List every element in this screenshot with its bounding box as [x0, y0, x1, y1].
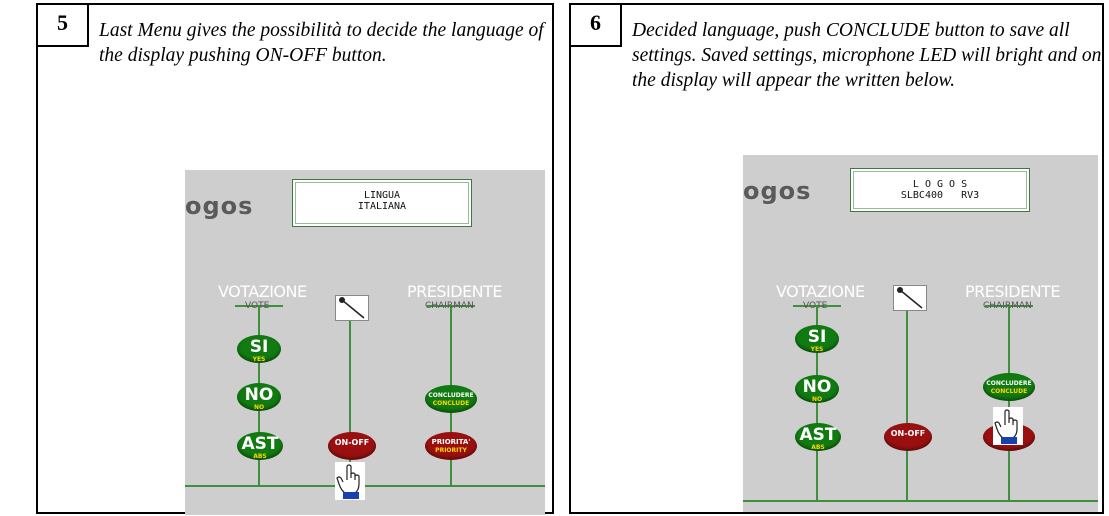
- connector-line: [185, 485, 545, 487]
- presidente-heading: PRESIDENTE: [407, 282, 503, 301]
- presidente-heading: PRESIDENTE: [965, 282, 1061, 301]
- display-line-1: L O G O S: [912, 179, 968, 190]
- connector-line: [793, 305, 841, 307]
- connector-line: [1008, 305, 1010, 500]
- vote-subheading: VOTE: [803, 301, 828, 311]
- concludere-button[interactable]: CONCLUDERE CONCLUDE: [983, 373, 1035, 401]
- display-line-1: LINGUA: [363, 190, 401, 201]
- microphone-icon[interactable]: [893, 285, 927, 311]
- logos-logo: ogos: [743, 177, 812, 205]
- display-line-2: ITALIANA: [357, 201, 407, 212]
- priorita-button[interactable]: PRIORITA' PRIORITY: [425, 432, 477, 460]
- display-line-2: SLBC400 RV3: [900, 190, 980, 201]
- logos-logo: ogos: [185, 192, 254, 220]
- concludere-button[interactable]: CONCLUDERE CONCLUDE: [425, 385, 477, 413]
- on-off-button[interactable]: ON-OFF: [328, 432, 376, 460]
- ast-button[interactable]: AST ABS: [795, 423, 841, 451]
- chairman-subheading: CHAIRMAN: [983, 301, 1032, 311]
- step-number: 5: [36, 3, 89, 47]
- connector-line: [906, 300, 908, 500]
- device-screenshot: ogos LINGUA ITALIANA VOTAZIONE VOTE PRES…: [185, 170, 545, 515]
- no-button[interactable]: NO NO: [237, 383, 281, 411]
- connector-line: [349, 302, 351, 485]
- step-description: Last Menu gives the possibilità to decid…: [99, 20, 544, 66]
- on-off-button[interactable]: ON-OFF: [884, 423, 932, 451]
- step-5-panel: 5 Last Menu gives the possibilità to dec…: [36, 3, 554, 515]
- connector-line: [427, 305, 475, 307]
- connector-line: [743, 500, 1098, 502]
- pointing-hand-icon: [993, 407, 1023, 445]
- vote-subheading: VOTE: [245, 301, 270, 311]
- votazione-heading: VOTAZIONE: [776, 282, 865, 301]
- lcd-display: L O G O S SLBC400 RV3: [850, 168, 1030, 212]
- votazione-heading: VOTAZIONE: [218, 282, 307, 301]
- step-description: Decided language, push CONCLUDE button t…: [632, 20, 1102, 91]
- microphone-icon[interactable]: [335, 295, 369, 321]
- pointing-hand-icon: [335, 462, 365, 500]
- step-6-panel: 6 Decided language, push CONCLUDE button…: [569, 3, 1104, 514]
- step-number: 6: [569, 3, 622, 47]
- no-button[interactable]: NO NO: [795, 375, 839, 403]
- ast-button[interactable]: AST ABS: [237, 432, 283, 460]
- device-screenshot: ogos L O G O S SLBC400 RV3 VOTAZIONE VOT…: [743, 155, 1098, 512]
- connector-line: [985, 305, 1033, 307]
- chairman-subheading: CHAIRMAN: [425, 301, 474, 311]
- connector-line: [235, 305, 283, 307]
- si-button[interactable]: SI YES: [795, 325, 839, 353]
- lcd-display: LINGUA ITALIANA: [292, 179, 472, 227]
- si-button[interactable]: SI YES: [237, 335, 281, 363]
